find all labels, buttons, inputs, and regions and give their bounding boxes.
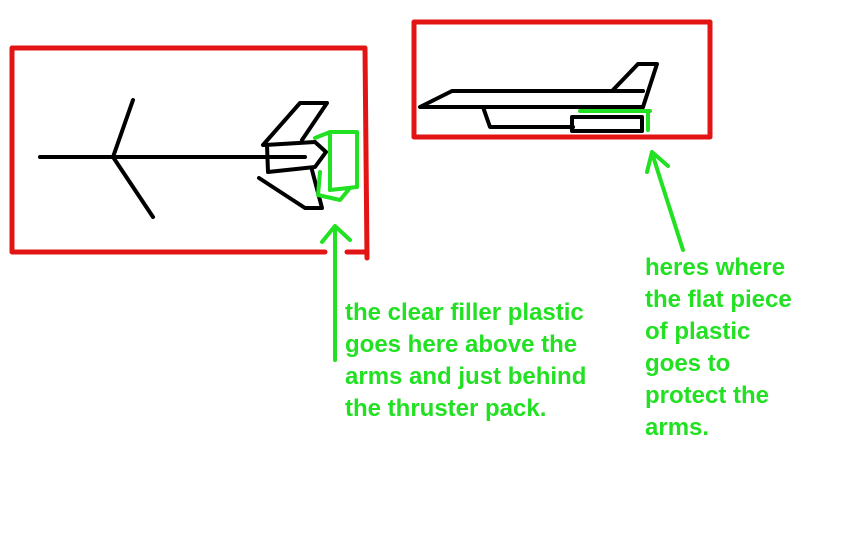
filler-plastic-marker	[313, 130, 359, 202]
note-line: protect the	[645, 382, 770, 409]
note-line: the flat piece	[645, 286, 792, 313]
flat-piece-note: heres where the flat piece of plastic go…	[645, 252, 792, 444]
filler-plastic-note: the clear filler plastic goes here above…	[345, 297, 586, 425]
top-view-frame	[9, 45, 370, 261]
note-line: of plastic	[645, 318, 751, 345]
upper-arm	[111, 98, 135, 159]
thruster-body	[263, 140, 328, 174]
note-line: arms.	[645, 414, 710, 441]
under-pod	[481, 105, 575, 129]
upper-fin	[261, 101, 329, 147]
filler-arrow	[320, 224, 352, 362]
note-line: goes to	[645, 350, 731, 377]
side-view-sketch	[418, 62, 659, 133]
flat-piece-marker	[578, 109, 652, 132]
note-line: heres where	[645, 254, 786, 281]
tail-fin	[611, 62, 659, 109]
lower-arm	[111, 155, 155, 219]
lower-fin	[257, 168, 324, 210]
top-view-sketch	[38, 98, 329, 219]
flat-piece-arrow	[645, 150, 685, 252]
side-view-frame	[411, 19, 713, 140]
note-line: arms and just behind	[345, 363, 587, 390]
fuselage	[418, 89, 645, 109]
arms-pack	[570, 115, 644, 133]
note-line: goes here above the	[345, 331, 578, 358]
note-line: the thruster pack.	[345, 395, 547, 422]
note-line: the clear filler plastic	[345, 299, 584, 326]
